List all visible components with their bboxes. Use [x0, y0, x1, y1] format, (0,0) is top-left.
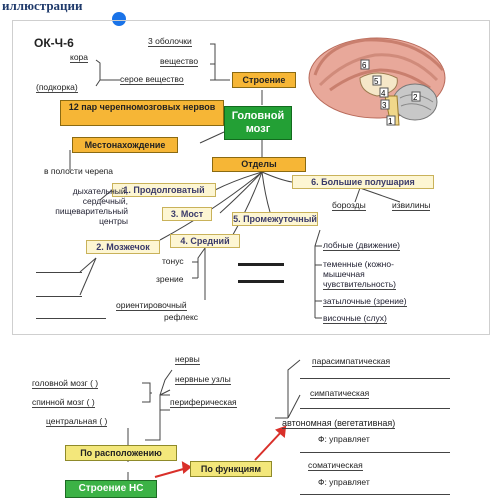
location-value: в полости черепа — [44, 166, 113, 176]
lobe-temporal-text: височные (слух) — [323, 313, 387, 324]
autonomic-label: автономная (вегетативная) — [282, 418, 396, 429]
brain-label-4: 4 — [381, 89, 386, 98]
medulla-fn-1: дыхательный, — [72, 186, 128, 196]
nerves-box: 12 пар черепномозговых нервов — [60, 100, 224, 126]
spinal-blank: спинной мозг ( ) — [32, 397, 95, 408]
brain-label-1-box — [386, 115, 396, 126]
brain-label-3-box — [380, 99, 390, 110]
diagram-frame — [12, 20, 490, 335]
blank-line-7[interactable] — [300, 494, 450, 495]
brain-label-6: 6 — [362, 61, 367, 70]
hemisphere-sulci: борозды — [332, 200, 366, 211]
autonomic-controls: Ф: управляет — [318, 434, 370, 444]
brain-label-2-box — [411, 91, 421, 102]
peripheral-label: периферическая — [170, 397, 237, 408]
brain-illustration: 6 5 4 3 2 1 — [308, 37, 446, 126]
midbrain-reflex: рефлекс — [164, 312, 199, 322]
somatic: соматическая — [308, 460, 363, 471]
lobe-frontal: лобные (движение) — [323, 240, 401, 251]
brain-label-5-box — [372, 75, 382, 86]
parasympathetic: парасимпатическая — [312, 356, 391, 367]
brain-label-6-box — [360, 59, 370, 70]
structure-left-subcortex: (подкорка) — [36, 82, 78, 93]
sympathetic: симпатическая — [310, 388, 370, 399]
structure-item-gray-matter: серое вещество — [120, 74, 184, 85]
blank-line-6[interactable] — [300, 452, 450, 453]
brain-label-3: 3 — [382, 101, 387, 110]
division-medulla: 1. Продолговатый — [112, 183, 216, 197]
division-hemispheres: 6. Большие полушария — [292, 175, 434, 189]
brain-label-1: 1 — [388, 117, 393, 126]
blank-line-5[interactable] — [300, 408, 450, 409]
blank-line-1[interactable] — [36, 272, 82, 273]
root-box: Строение НС — [65, 480, 157, 498]
structure-box: Строение — [232, 72, 296, 88]
header-title: иллюстрации — [2, 0, 83, 13]
center-brain-box: Головной мозг — [224, 106, 292, 140]
brain-blank: головной мозг ( ) — [32, 378, 99, 389]
lobe-parietal-1: теменные (кожно- — [323, 259, 394, 269]
blank-line-3[interactable] — [36, 318, 106, 319]
lobe-parietal-2: мышечная — [323, 269, 365, 279]
lobe-parietal-3: чувствительность) — [323, 279, 396, 290]
division-pons: 3. Мост — [162, 207, 212, 221]
midbrain-vision: зрение — [156, 274, 184, 284]
medulla-functions: дыхательный, сердечный, пищеварительный … — [30, 186, 128, 226]
location-box: Местонахождение — [72, 137, 178, 153]
blank-line-2[interactable] — [36, 296, 82, 297]
somatic-controls: Ф: управляет — [318, 477, 370, 487]
midbrain-orienting: ориентировочный — [116, 300, 187, 311]
peripheral-ganglia: нервные узлы — [175, 374, 231, 385]
hemisphere-gyri: извилины — [392, 200, 431, 211]
division-midbrain: 4. Средний — [170, 234, 240, 248]
division-cerebellum: 2. Мозжечок — [86, 240, 160, 254]
medulla-fn-2: сердечный, — [82, 196, 128, 206]
division-diencephalon: 5. Промежуточный — [232, 212, 318, 226]
midbrain-tone: тонус — [162, 256, 184, 266]
peripheral-nerves: нервы — [175, 354, 200, 365]
lobe-parietal: теменные (кожно- мышечная чувствительнос… — [323, 259, 396, 290]
medulla-fn-3: пищеварительный центры — [55, 206, 128, 226]
lobe-occipital-text: затылочные (зрение) — [323, 296, 407, 307]
cursor-dot — [112, 12, 126, 26]
by-function-box: По функциям — [190, 461, 272, 477]
by-location-box: По расположению — [65, 445, 177, 461]
lobe-temporal: височные (слух) — [323, 313, 387, 324]
brain-label-4-box — [379, 87, 389, 98]
central-blank: центральная ( ) — [46, 416, 108, 427]
structure-item-substance: вещество — [160, 56, 199, 67]
lobe-occipital: затылочные (зрение) — [323, 296, 407, 307]
structure-left-cortex: кора — [70, 52, 88, 63]
divisions-box: Отделы — [212, 157, 306, 172]
brain-label-5: 5 — [374, 77, 379, 86]
blank-line-4[interactable] — [300, 378, 450, 379]
card-code: ОК-Ч-6 — [34, 36, 74, 50]
lobe-frontal-text: лобные (движение) — [323, 240, 401, 251]
brain-label-2: 2 — [413, 93, 418, 102]
structure-item-membranes: 3 оболочки — [148, 36, 192, 47]
